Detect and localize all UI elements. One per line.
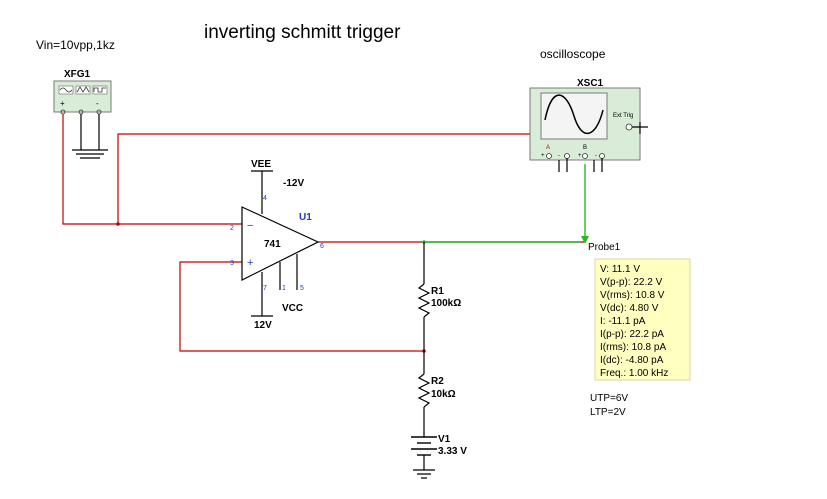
- junction-dot: [116, 222, 120, 226]
- channel-a-label: A: [546, 145, 550, 151]
- vcc-value: 12V: [254, 320, 272, 331]
- scope-a-plus: +: [541, 153, 545, 159]
- scope-a-minus: -: [558, 153, 560, 159]
- fg-plus-sign: +: [60, 99, 65, 108]
- feedback-wire: [179, 261, 424, 352]
- ground-symbol: [413, 469, 435, 479]
- square-wave-icon: [92, 85, 108, 95]
- fg-ref-label: XFG1: [64, 69, 91, 80]
- probe-reading: I(p-p): 22.2 pA: [600, 329, 664, 340]
- opamp-ref-label: U1: [299, 212, 312, 223]
- vee-value: -12V: [283, 178, 304, 189]
- opamp-part-label: 741: [264, 239, 281, 250]
- sine-trace-icon: [544, 94, 604, 135]
- resistor-r2[interactable]: [417, 373, 431, 408]
- probe-reading: I(dc): -4.80 pA: [600, 355, 664, 366]
- probe-reading: I(rms): 10.8 pA: [600, 342, 666, 353]
- ext-trig-label: Ext Trig: [613, 113, 633, 119]
- triangle-wave-icon: [75, 85, 91, 95]
- channel-b-label: B: [583, 145, 587, 151]
- oscilloscope-note: oscilloscope: [540, 47, 606, 61]
- inverting-input-sign: −: [247, 220, 253, 232]
- probe-arrow-icon: [581, 236, 589, 244]
- fg-minus-sign: -: [96, 99, 99, 108]
- scope-ref-label: XSC1: [577, 78, 604, 89]
- probe-readout-box: V: 11.1 V V(p-p): 22.2 V V(rms): 10.8 V …: [594, 258, 691, 381]
- vcc-label: VCC: [282, 303, 303, 314]
- pin-7-label: 7: [263, 285, 267, 292]
- r1-ref: R1: [431, 286, 444, 297]
- ext-trig-terminal[interactable]: [625, 123, 633, 131]
- input-note: Vin=10vpp,1kz: [36, 38, 115, 52]
- ltp-note: LTP=2V: [590, 407, 626, 418]
- vee-label: VEE: [251, 159, 271, 170]
- input-wire: [62, 114, 242, 225]
- fg-ground-symbol: [72, 149, 108, 159]
- resistor-r1[interactable]: [417, 283, 431, 318]
- r1-value: 100kΩ: [431, 298, 461, 309]
- pin-4-label: 4: [263, 195, 267, 202]
- opamp-triangle: [241, 206, 320, 281]
- scope-b-minus: -: [595, 153, 597, 159]
- noninverting-input-sign: +: [247, 257, 253, 269]
- probe-label: Probe1: [588, 242, 621, 253]
- v1-ref: V1: [438, 434, 451, 445]
- utp-note: UTP=6V: [590, 393, 628, 404]
- scope-a-wire: [117, 133, 549, 224]
- pin-2-label: 2: [230, 225, 234, 232]
- diagram-title: inverting schmitt trigger: [204, 22, 401, 43]
- v1-value: 3.33 V: [438, 446, 467, 457]
- oscilloscope[interactable]: XSC1 Ext Trig A B + - + -: [529, 78, 641, 161]
- r2-value: 10kΩ: [431, 389, 456, 400]
- pin-1-label: 1: [282, 285, 286, 292]
- probe-reading: V(dc): 4.80 V: [600, 303, 659, 314]
- r2-ref: R2: [431, 376, 444, 387]
- function-generator[interactable]: XFG1 + -: [53, 69, 112, 115]
- probe-reading: I: -11.1 pA: [600, 316, 646, 327]
- scope-b-plus: +: [578, 153, 582, 159]
- probe-reading: V(p-p): 22.2 V: [600, 277, 663, 288]
- pin-3-label: 3: [230, 260, 234, 267]
- dc-source-v1[interactable]: [411, 436, 437, 456]
- probe-reading: V(rms): 10.8 V: [600, 290, 665, 301]
- pin-6-label: 6: [320, 243, 324, 250]
- probe-reading: Freq.: 1.00 kHz: [600, 368, 668, 379]
- probe-reading: V: 11.1 V: [600, 264, 640, 275]
- opamp-741[interactable]: 741 U1 − + 2 3 4 6 7 1 5: [230, 195, 324, 292]
- pin-5-label: 5: [300, 285, 304, 292]
